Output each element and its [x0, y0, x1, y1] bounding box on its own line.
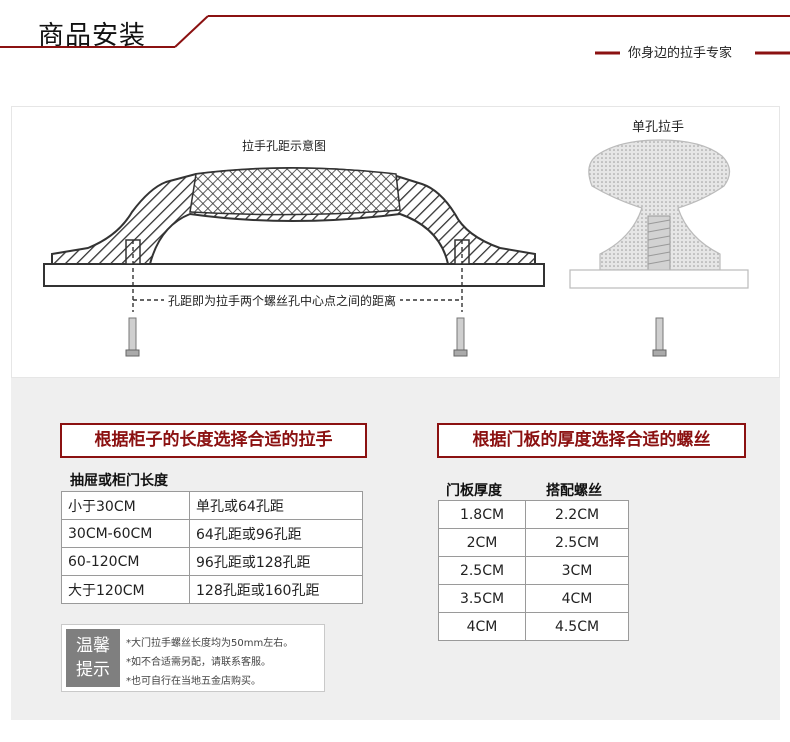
- screw-cell: 3CM: [525, 556, 629, 585]
- screw-knob: [652, 317, 667, 357]
- knob-title: 单孔拉手: [632, 120, 685, 135]
- handle-cell: 96孔距或128孔距: [189, 547, 363, 576]
- handle-cell: 128孔距或160孔距: [189, 575, 363, 604]
- knob-board: [569, 269, 749, 289]
- table-row: 1.8CM 2.2CM: [438, 500, 629, 529]
- table-row: 2CM 2.5CM: [438, 528, 629, 557]
- handle-grip: [189, 167, 401, 216]
- table-row: 30CM-60CM 64孔距或96孔距: [61, 519, 363, 548]
- tip-line: *也可自行在当地五金店购买。: [126, 676, 261, 687]
- thickness-column-header: 门板厚度: [446, 483, 502, 499]
- table-row: 大于120CM 128孔距或160孔距: [61, 575, 363, 604]
- thickness-section-title: 根据门板的厚度选择合适的螺丝: [437, 423, 746, 458]
- screw-column-header: 搭配螺丝: [546, 483, 602, 499]
- spacing-note: 孔距即为拉手两个螺丝孔中心点之间的距离: [164, 292, 401, 309]
- length-cell: 60-120CM: [61, 547, 190, 576]
- table-row: 小于30CM 单孔或64孔距: [61, 491, 363, 520]
- length-section-title: 根据柜子的长度选择合适的拉手: [60, 423, 367, 458]
- screw-right: [453, 317, 468, 357]
- length-cell: 小于30CM: [61, 491, 190, 520]
- screw-cell: 2.2CM: [525, 500, 629, 529]
- screw-cell: 4.5CM: [525, 612, 629, 641]
- thickness-cell: 3.5CM: [438, 584, 526, 613]
- door-board: [43, 263, 545, 287]
- header-slogan: 你身边的拉手专家: [628, 46, 733, 61]
- length-column-header: 抽屉或柜门长度: [70, 473, 168, 489]
- header-decoration: [0, 15, 790, 55]
- table-row: 2.5CM 3CM: [438, 556, 629, 585]
- page-title: 商品安装: [38, 21, 147, 51]
- length-cell: 30CM-60CM: [61, 519, 190, 548]
- table-row: 3.5CM 4CM: [438, 584, 629, 613]
- handle-cell: 单孔或64孔距: [189, 491, 363, 520]
- tip-line: *大门拉手螺丝长度均为50mm左右。: [126, 638, 294, 649]
- table-row: 60-120CM 96孔距或128孔距: [61, 547, 363, 576]
- tips-badge-line: 提示: [76, 660, 110, 680]
- thickness-cell: 2CM: [438, 528, 526, 557]
- thickness-cell: 1.8CM: [438, 500, 526, 529]
- length-cell: 大于120CM: [61, 575, 190, 604]
- thickness-cell: 4CM: [438, 612, 526, 641]
- diagram-title: 拉手孔距示意图: [242, 139, 327, 153]
- handle-spacing-diagram: [43, 139, 749, 357]
- table-row: 4CM 4.5CM: [438, 612, 629, 641]
- screw-cell: 4CM: [525, 584, 629, 613]
- tips-badge-line: 温馨: [76, 636, 110, 656]
- tips-badge: 温馨 提示: [66, 629, 120, 687]
- screw-left: [125, 317, 140, 357]
- length-table: 小于30CM 单孔或64孔距 30CM-60CM 64孔距或96孔距 60-12…: [61, 491, 363, 604]
- thickness-table: 1.8CM 2.2CM 2CM 2.5CM 2.5CM 3CM 3.5CM 4C…: [438, 500, 629, 641]
- handle-cell: 64孔距或96孔距: [189, 519, 363, 548]
- screw-cell: 2.5CM: [525, 528, 629, 557]
- knob-body: [588, 139, 731, 271]
- thickness-cell: 2.5CM: [438, 556, 526, 585]
- tip-line: *如不合适需另配，请联系客服。: [126, 657, 271, 668]
